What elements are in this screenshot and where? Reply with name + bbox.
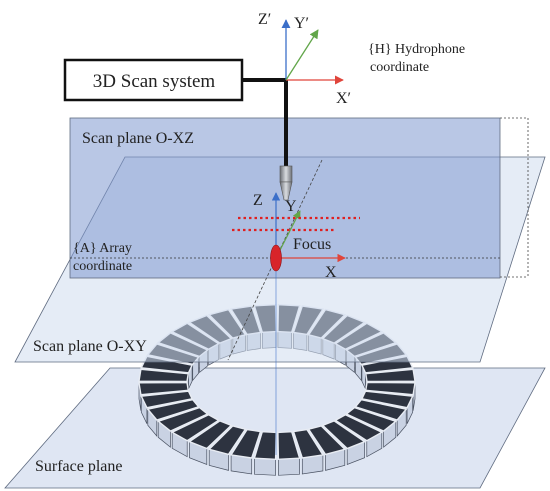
ring-segment [229, 428, 262, 459]
array-label-line2: coordinate [73, 259, 132, 274]
ring-segment [138, 368, 190, 383]
hydrophone-tip [279, 181, 293, 201]
hydrophone-label-line2: coordinate [370, 60, 429, 75]
array-x-axis-label: X [325, 264, 337, 281]
array-z-axis-label: Z [253, 192, 263, 209]
scan-plane-xy-label: Scan plane O-XY [33, 338, 147, 355]
ring-segment [345, 406, 398, 432]
ring-segment [170, 414, 220, 442]
ring-segment [187, 420, 233, 450]
scan-plane-xz-label: Scan plane O-XZ [82, 130, 194, 147]
surface-plane-label: Surface plane [35, 458, 123, 475]
ring-segment [364, 381, 416, 396]
ring-segment-side [254, 457, 276, 476]
focus-spot [270, 244, 282, 272]
array-y-axis-label: Y [285, 198, 297, 215]
hydrophone-x-axis-label: X′ [336, 90, 351, 107]
ring-segment-side [278, 457, 300, 476]
ring-segment [307, 425, 347, 456]
hydrophone-z-axis-label: Z′ [258, 11, 271, 28]
focus-label: Focus [293, 236, 331, 253]
hydrophone-holder [279, 165, 293, 183]
hydrophone-label-line1: {H} Hydrophone [368, 42, 465, 57]
ring-segment [207, 425, 247, 456]
ring-segment [334, 414, 384, 442]
ring-segment [146, 398, 200, 421]
ring-segment [138, 381, 190, 396]
ring-segment [364, 368, 416, 383]
ring-segment [140, 390, 194, 409]
ring-segment [321, 420, 367, 450]
array-label-line1: {A} Array [73, 241, 132, 256]
scan-system-label: 3D Scan system [93, 71, 216, 92]
ring-segment [354, 398, 408, 421]
hydrophone-y-axis [285, 29, 319, 81]
ring-segment [360, 390, 414, 409]
hydrophone-y-axis-label: Y′ [294, 15, 309, 32]
ring-segment [277, 430, 301, 461]
ring-segment [292, 428, 325, 459]
ring-segment [156, 406, 209, 432]
